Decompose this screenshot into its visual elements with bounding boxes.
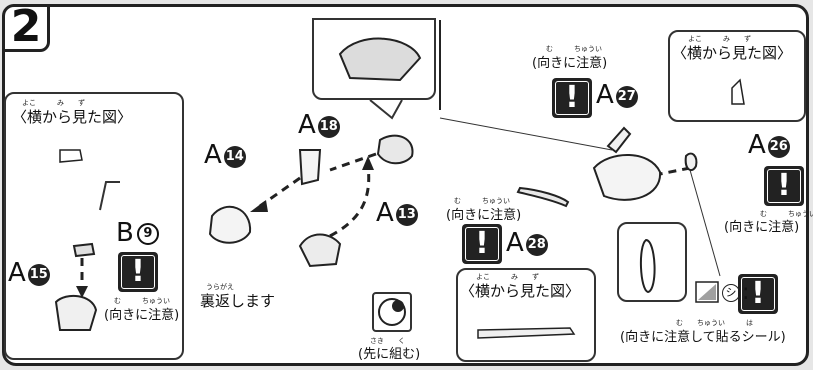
part-base-shape (298, 233, 342, 268)
arrowhead-a14 (250, 200, 268, 212)
part-a27-shape (606, 126, 632, 154)
number-badge-18: 18 (317, 116, 340, 138)
side-view-ruby-left: よこ み ず (22, 99, 85, 107)
number-badge-13: 13 (395, 204, 418, 226)
caution-note-a26: (向きに注意) (724, 220, 800, 235)
part-a13-shape (376, 134, 414, 165)
caution-note-a28: (向きに注意) (446, 208, 522, 223)
side-view-title-right-top: 〈横から見た図〉 (672, 44, 793, 62)
side-view-box-right-bottom (456, 268, 596, 362)
exclamation-icon: ! (764, 166, 804, 206)
arrowhead-a15 (76, 286, 88, 298)
side-view-ruby-right-top: よこ み ず (688, 35, 751, 43)
flip-ruby: うらがえ (206, 283, 234, 291)
number-badge-14: 14 (223, 146, 246, 168)
caution-note-a27: (向きに注意) (532, 56, 608, 71)
arrowhead-a13 (362, 156, 374, 170)
number-badge-9: 9 (136, 223, 159, 245)
part-top-detail-shape (338, 37, 422, 82)
part-a15-shape (54, 294, 98, 331)
sticker-glyph: シ (722, 284, 740, 302)
number-badge-28: 28 (525, 234, 548, 256)
part-a26-shape (684, 152, 698, 172)
side-view-title-left: 〈横から見た図〉 (12, 108, 133, 126)
sticker-caption: (向きに注意して貼るシール) (620, 330, 786, 345)
exclamation-icon: ! (738, 274, 778, 314)
leader-line-sticker (689, 169, 721, 277)
side-view-shape-right-top (731, 78, 745, 105)
sticker-colon: : (742, 280, 750, 305)
exclamation-icon: ! (118, 252, 158, 292)
side-view-title-right-bottom: 〈横から見た図〉 (460, 282, 581, 300)
tip-detail-dot (392, 300, 404, 312)
tip-note: (先に組む) (358, 347, 421, 362)
callout-pointer-left (99, 181, 120, 211)
caution-ruby: む ちゅうい (454, 197, 510, 205)
caution-ruby: む ちゅうい (114, 297, 170, 305)
number-badge-26: 26 (767, 136, 790, 158)
tip-ruby: さき く (370, 337, 405, 345)
callout-pointer-top (369, 99, 403, 120)
number-badge-27: 27 (615, 86, 638, 108)
number-badge-15: 15 (27, 264, 50, 286)
outline-part-shape (640, 238, 656, 294)
part-body-shape (592, 154, 662, 201)
leader-line (439, 117, 613, 151)
part-b9-shape (72, 242, 96, 258)
side-view-shape-left (59, 149, 83, 163)
assembly-arrow-base-to-a13 (329, 165, 371, 238)
side-view-shape-right-bottom (477, 327, 576, 339)
caution-ruby: む ちゅうい (546, 45, 602, 53)
sticker-swatch-fill (698, 284, 716, 300)
part-a14-shape (208, 205, 252, 244)
flip-note: 裏返します (200, 292, 276, 310)
step-number: 2 (2, 4, 50, 52)
caution-ruby: む ちゅうい (760, 210, 813, 218)
side-view-ruby-right-bottom: よこ み ず (476, 273, 539, 281)
part-a18-shape (298, 149, 322, 186)
part-a28-shape (516, 186, 570, 208)
side-view-box-right-top (668, 30, 806, 122)
exclamation-icon: ! (462, 224, 502, 264)
caution-note-b9: (向きに注意) (104, 308, 180, 323)
exclamation-icon: ! (552, 78, 592, 118)
sticker-ruby: む ちゅうい は (676, 319, 753, 327)
